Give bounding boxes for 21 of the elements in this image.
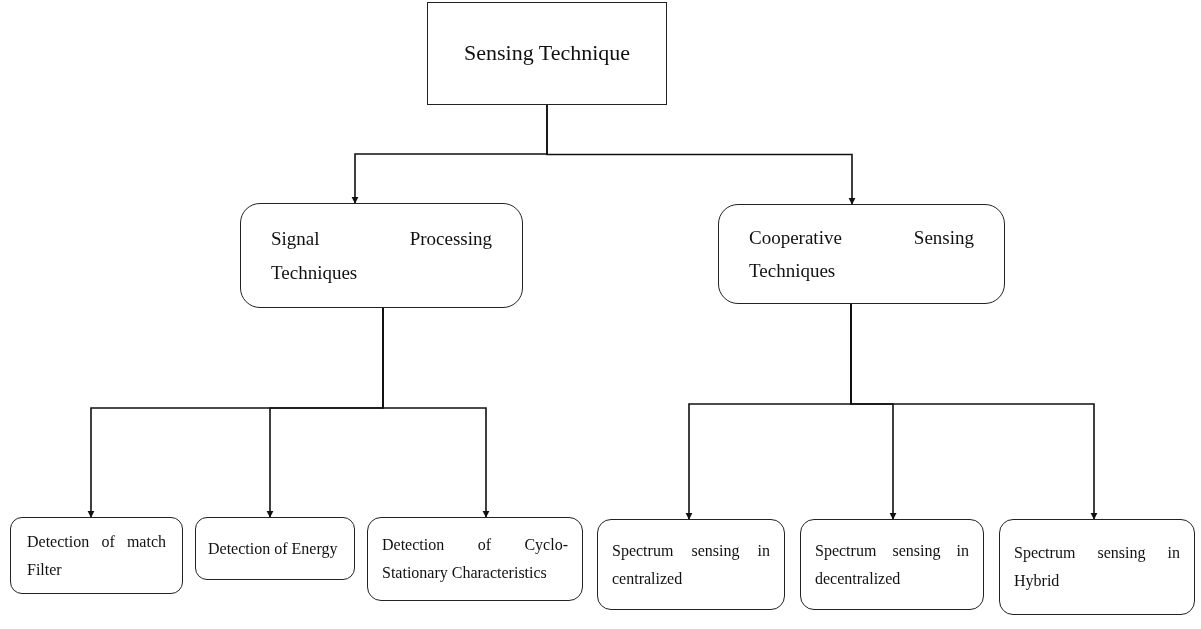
node-text: Detection of match Filter xyxy=(27,531,166,580)
node-text: Spectrum sensing in Hybrid xyxy=(1014,543,1180,592)
rounded-box xyxy=(718,204,1005,304)
rounded-box xyxy=(10,517,183,594)
node-text: Cooperative Sensing Techniques xyxy=(749,225,974,283)
rounded-box xyxy=(240,203,523,308)
node-text: Spectrum sensing in centralized xyxy=(612,540,770,589)
node-text: Spectrum sensing in decentralized xyxy=(815,540,969,589)
rounded-box xyxy=(367,517,583,601)
rounded-box xyxy=(800,519,984,610)
node-text: Detection of Cyclo-Stationary Characteristics xyxy=(382,535,568,584)
node-text: Sensing Technique xyxy=(462,39,632,68)
rounded-box xyxy=(597,519,785,610)
rounded-box xyxy=(195,517,355,580)
node-text: Detection of Energy xyxy=(208,538,339,560)
node-text: Signal Processing Techniques xyxy=(271,227,492,285)
arrow xyxy=(382,307,490,518)
rounded-box xyxy=(999,519,1195,615)
arrow xyxy=(850,303,1098,520)
process-box xyxy=(427,2,667,105)
arrow xyxy=(546,104,856,205)
